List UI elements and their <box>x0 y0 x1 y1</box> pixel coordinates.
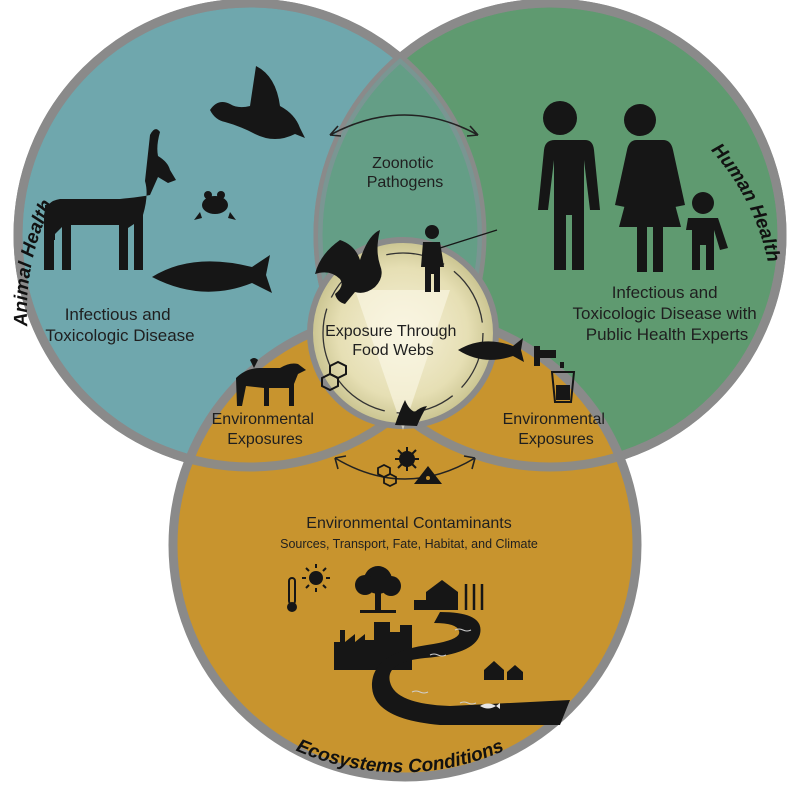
factory-icon <box>334 630 365 670</box>
zoonotic-label: Zoonotic Pathogens <box>367 155 444 191</box>
zoonotic-arrow <box>329 114 479 137</box>
molecule-small-icon <box>377 463 397 488</box>
eagle-icon <box>315 230 382 304</box>
virus-icon <box>395 447 419 471</box>
env-exposures-left-label: Environmental Exposures <box>212 411 319 448</box>
animal-disease-label: Infectious and Toxicologic Disease <box>45 305 194 345</box>
human-disease-label: Infectious and Toxicologic Disease with … <box>573 283 762 344</box>
tree-icon <box>355 566 401 613</box>
faucet-glass-icon <box>534 346 576 403</box>
fish-icon <box>458 338 524 362</box>
deer-icon <box>44 129 176 270</box>
contaminant-arrow <box>334 455 476 480</box>
frog-icon <box>194 191 236 220</box>
bird-icon <box>395 400 427 426</box>
hazard-icon <box>414 466 442 484</box>
sun-icon <box>302 564 330 592</box>
salmon-icon <box>152 255 272 293</box>
contaminants-title: Environmental Contaminants <box>306 515 511 532</box>
barn-icon <box>414 580 458 610</box>
duck-icon <box>210 66 305 139</box>
fisherman-icon <box>421 225 498 292</box>
food-webs-label: Exposure Through Food Webs <box>325 323 461 359</box>
wheat-icon <box>464 584 484 610</box>
river-icon <box>371 612 570 725</box>
thermometer-icon <box>287 577 297 612</box>
molecule-icon <box>321 360 347 392</box>
family-icon <box>535 101 728 272</box>
contaminants-subtitle: Sources, Transport, Fate, Habitat, and C… <box>280 537 538 551</box>
houses-icon <box>484 661 523 680</box>
fawn-icon <box>236 358 306 406</box>
env-exposures-right-label: Environmental Exposures <box>503 411 610 448</box>
